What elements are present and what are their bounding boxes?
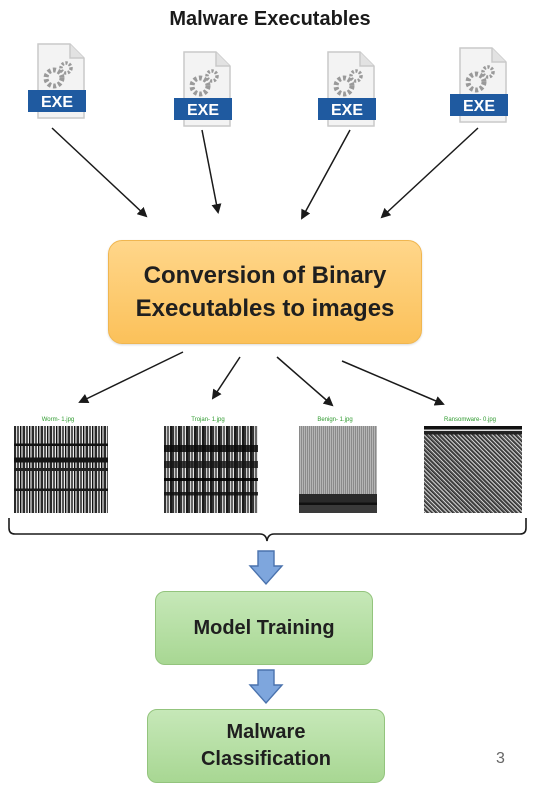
worm-image (14, 426, 108, 513)
exe-file-icon: EXE (26, 40, 90, 122)
arrow-exe1-to-conversion (51, 127, 148, 218)
exe-file-icon: EXE (172, 48, 236, 130)
conversion-line1: Conversion of Binary (143, 261, 387, 289)
benign-image (299, 426, 377, 513)
arrow-exe3-to-conversion (301, 129, 351, 220)
thumbnail-title: Worm- 1.jpg (41, 417, 75, 423)
thumbnail-ransomware: Ransomware- 0.jpg (418, 417, 522, 520)
model-training-box: Model Training (155, 591, 373, 665)
arrow-conversion-to-benign (276, 356, 334, 407)
conversion-line2: Executables to images (135, 295, 395, 322)
bracket-brace (8, 518, 527, 542)
x-axis (299, 512, 377, 520)
arrow-conversion-to-ransomware (341, 360, 445, 406)
thumbnail-trojan: Trojan- 1.jpg (158, 417, 258, 520)
arrow-exe2-to-conversion (201, 129, 222, 214)
trojan-image (164, 426, 258, 513)
ransomware-image (424, 426, 522, 513)
down-arrow-to-training (248, 550, 284, 586)
exe-label: EXE (187, 102, 219, 119)
arrow-exe4-to-conversion (380, 127, 479, 219)
down-arrow-to-classification (248, 669, 284, 705)
thumbnail-benign: Benign- 1.jpg (293, 417, 377, 520)
x-axis (14, 512, 108, 520)
x-axis (164, 512, 258, 520)
arrow-conversion-to-trojan (211, 356, 241, 400)
x-axis (424, 512, 522, 520)
arrow-conversion-to-worm (78, 351, 184, 404)
exe-label: EXE (463, 98, 495, 115)
thumbnail-title: Trojan- 1.jpg (191, 417, 225, 423)
conversion-box: Conversion of Binary Executables to imag… (108, 240, 422, 344)
model-training-label: Model Training (193, 616, 335, 639)
page-number: 3 (496, 750, 505, 767)
exe-file-icon: EXE (448, 44, 512, 126)
thumbnail-worm: Worm- 1.jpg (8, 417, 108, 520)
diagram-title: Malware Executables (169, 8, 371, 30)
classification-line2: Classification (200, 748, 332, 770)
exe-label: EXE (41, 94, 73, 111)
exe-file-icon: EXE (316, 48, 380, 130)
malware-classification-box: Malware Classification (147, 709, 385, 783)
exe-label: EXE (331, 102, 363, 119)
classification-line1: Malware (226, 721, 306, 743)
thumbnail-title: Ransomware- 0.jpg (443, 417, 497, 423)
thumbnail-title: Benign- 1.jpg (317, 417, 353, 423)
